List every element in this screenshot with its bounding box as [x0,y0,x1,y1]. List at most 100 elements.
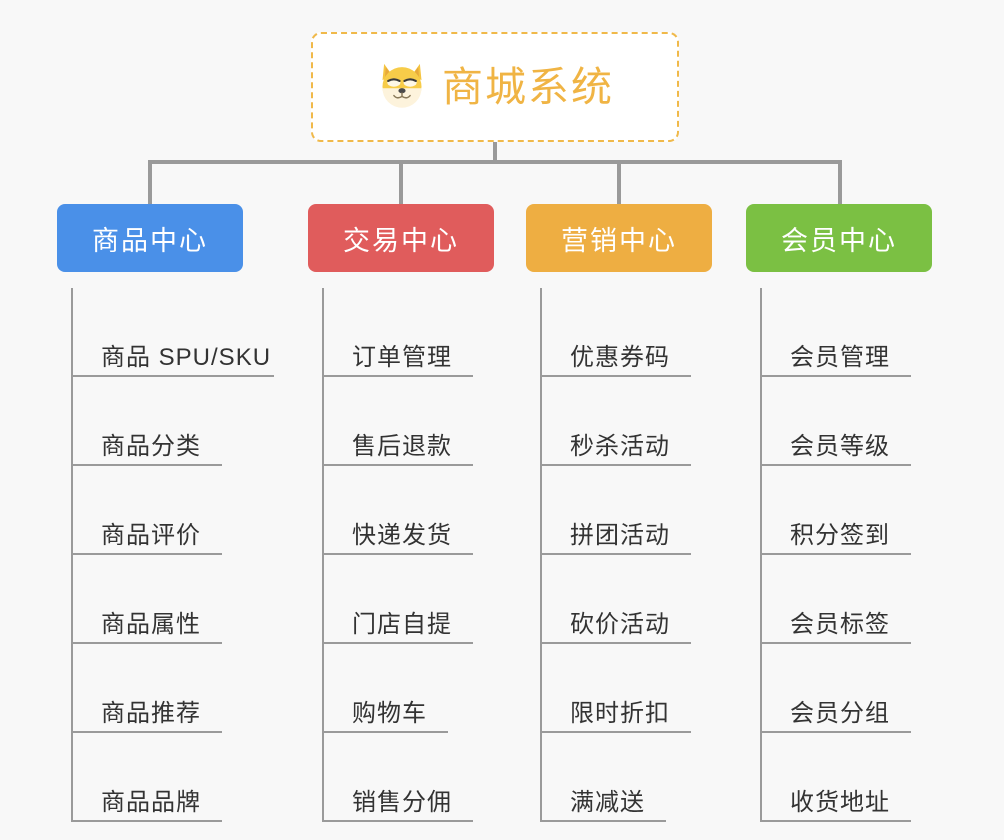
connector-drop-2 [399,160,403,206]
connector-drop-3 [617,160,621,206]
list-item-label: 门店自提 [352,611,452,638]
leaf-underline [71,731,222,733]
list-item-label: 订单管理 [352,344,452,371]
list-item-label: 秒杀活动 [570,433,670,460]
list-item[interactable]: 商品 SPU/SKU [57,288,274,377]
list-item[interactable]: 购物车 [308,644,494,733]
leaf-underline [322,642,473,644]
category-header-2-label: 交易中心 [343,225,459,256]
list-item[interactable]: 商品品牌 [57,733,271,822]
leaf-underline [322,731,448,733]
connector-drop-4 [838,160,842,206]
list-item[interactable]: 商品评价 [57,466,271,555]
leaf-list-1: 商品 SPU/SKU 商品分类 商品评价 商品属性 商品推荐 商品品牌 [57,288,274,822]
leaf-underline [760,642,911,644]
list-item[interactable]: 会员管理 [746,288,932,377]
list-item[interactable]: 砍价活动 [526,555,712,644]
list-item-label: 积分签到 [790,522,890,549]
list-item-label: 会员管理 [790,344,890,371]
spine-4 [760,288,762,822]
leaf-underline [71,820,222,822]
leaf-underline [760,820,911,822]
category-header-4-label: 会员中心 [781,225,897,256]
category-header-1[interactable]: 商品中心 [57,204,243,272]
list-item[interactable]: 会员分组 [746,644,932,733]
list-item-label: 商品 SPU/SKU [101,344,272,371]
leaf-underline [322,553,473,555]
leaf-underline [760,731,911,733]
leaf-underline [540,731,691,733]
list-item-label: 商品属性 [101,611,201,638]
list-item-label: 商品品牌 [101,789,201,816]
list-item-label: 商品分类 [101,433,201,460]
list-item[interactable]: 订单管理 [308,288,494,377]
leaf-underline [322,375,473,377]
connector-horizontal-bus [148,160,842,164]
list-item-label: 购物车 [352,700,427,727]
spine-1 [71,288,73,822]
list-item[interactable]: 积分签到 [746,466,932,555]
list-item-label: 限时折扣 [570,700,670,727]
category-header-3[interactable]: 营销中心 [526,204,712,272]
leaf-underline [540,553,691,555]
list-item-label: 满减送 [570,789,645,816]
column-1: 商品中心 商品 SPU/SKU 商品分类 商品评价 商品属性 商品推荐 商品品牌 [57,204,274,822]
spine-2 [322,288,324,822]
list-item[interactable]: 门店自提 [308,555,494,644]
leaf-underline [760,464,911,466]
list-item-label: 会员等级 [790,433,890,460]
list-item[interactable]: 拼团活动 [526,466,712,555]
leaf-underline [760,375,911,377]
leaf-list-4: 会员管理 会员等级 积分签到 会员标签 会员分组 收货地址 [746,288,932,822]
list-item[interactable]: 售后退款 [308,377,494,466]
leaf-underline [760,553,911,555]
leaf-underline [540,642,691,644]
leaf-underline [71,553,222,555]
category-header-4[interactable]: 会员中心 [746,204,932,272]
list-item-label: 拼团活动 [570,522,670,549]
list-item[interactable]: 销售分佣 [308,733,494,822]
spine-3 [540,288,542,822]
leaf-underline [540,375,691,377]
root-node[interactable]: 商城系统 [311,32,679,142]
list-item[interactable]: 商品分类 [57,377,271,466]
list-item-label: 快递发货 [352,522,452,549]
list-item-label: 会员标签 [790,611,890,638]
list-item[interactable]: 限时折扣 [526,644,712,733]
column-2: 交易中心 订单管理 售后退款 快递发货 门店自提 购物车 销售分佣 [308,204,494,822]
list-item-label: 售后退款 [352,433,452,460]
leaf-list-3: 优惠券码 秒杀活动 拼团活动 砍价活动 限时折扣 满减送 [526,288,712,822]
leaf-underline [540,820,666,822]
list-item[interactable]: 商品推荐 [57,644,271,733]
leaf-underline [71,642,222,644]
leaf-underline [71,375,274,377]
leaf-list-2: 订单管理 售后退款 快递发货 门店自提 购物车 销售分佣 [308,288,494,822]
category-header-2[interactable]: 交易中心 [308,204,494,272]
list-item[interactable]: 会员等级 [746,377,932,466]
connector-drop-1 [148,160,152,206]
leaf-underline [322,464,473,466]
list-item[interactable]: 收货地址 [746,733,932,822]
list-item-label: 会员分组 [790,700,890,727]
column-4: 会员中心 会员管理 会员等级 积分签到 会员标签 会员分组 收货地址 [746,204,932,822]
list-item[interactable]: 商品属性 [57,555,271,644]
shiba-dog-icon [376,59,428,116]
list-item-label: 商品评价 [101,522,201,549]
list-item[interactable]: 快递发货 [308,466,494,555]
root-title: 商城系统 [442,63,614,110]
list-item[interactable]: 秒杀活动 [526,377,712,466]
list-item[interactable]: 优惠券码 [526,288,712,377]
list-item-label: 砍价活动 [570,611,670,638]
leaf-underline [322,820,473,822]
list-item[interactable]: 会员标签 [746,555,932,644]
list-item-label: 销售分佣 [352,789,452,816]
category-header-1-label: 商品中心 [92,225,208,256]
list-item[interactable]: 满减送 [526,733,712,822]
list-item-label: 收货地址 [790,789,890,816]
leaf-underline [540,464,691,466]
leaf-underline [71,464,222,466]
connector-root-stem [493,142,497,164]
category-header-3-label: 营销中心 [561,225,677,256]
column-3: 营销中心 优惠券码 秒杀活动 拼团活动 砍价活动 限时折扣 满减送 [526,204,712,822]
